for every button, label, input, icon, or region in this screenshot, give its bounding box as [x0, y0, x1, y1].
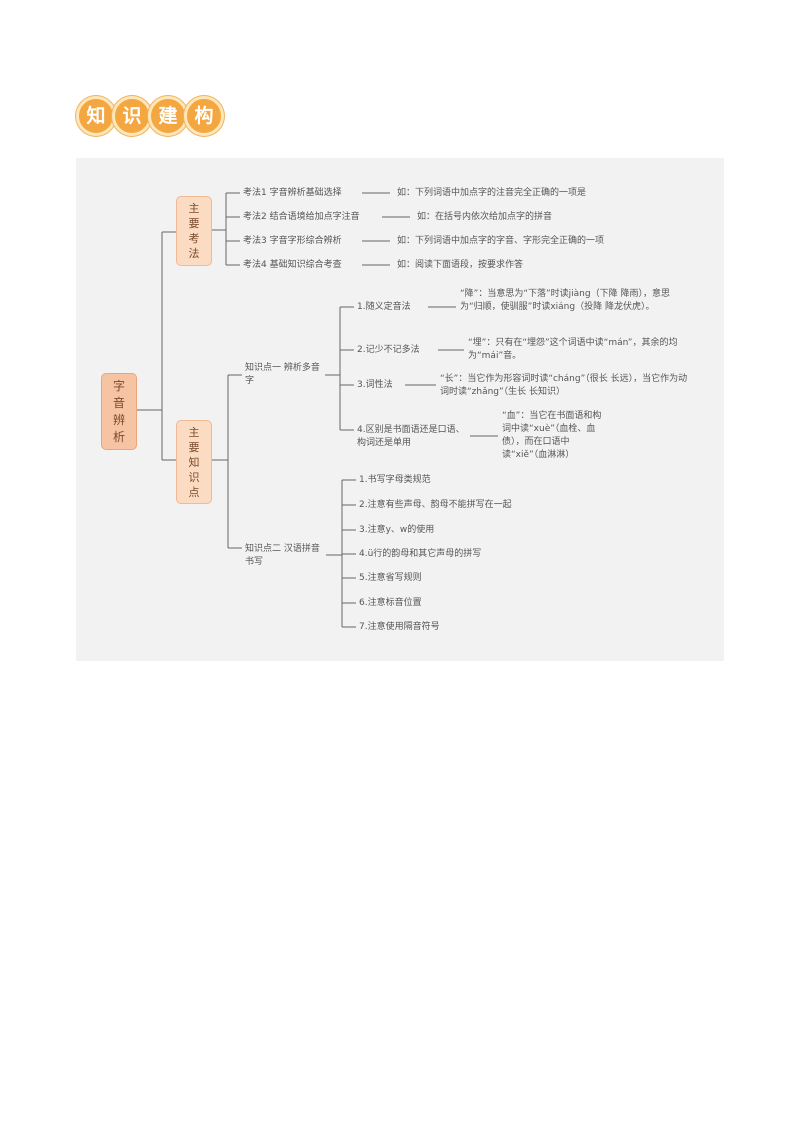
kp2-item: 2.注意有些声母、韵母不能拼写在一起 [359, 500, 512, 510]
kp1-item-label: 4.区别是书面语还是口语、构词还是单用 [357, 425, 465, 448]
kp2-item: 4.ü行的韵母和其它声母的拼写 [359, 549, 482, 559]
kp2-item: 7.注意使用隔音符号 [359, 622, 440, 632]
kp1-item-label: 2.记少不记多法 [357, 345, 420, 355]
kp1-item-label: 3.词性法 [357, 380, 393, 390]
method-label: 考法2 结合语境给加点字注音 [243, 212, 360, 222]
kp2-item: 6.注意标音位置 [359, 598, 422, 608]
branch-main-knowledge: 主要知识点 [176, 420, 212, 504]
root-label: 字音辨析 [113, 378, 126, 444]
kp1-item-desc: “降”：当意思为“下落”时读jiàng（下降 降雨），意思为“归顺，使驯服”时读… [460, 289, 670, 312]
method-label: 考法1 字音辨析基础选择 [243, 188, 342, 198]
kp1-item-label: 1.随义定音法 [357, 302, 411, 312]
method-example: 如：阅读下面语段，按要求作答 [397, 260, 524, 270]
banner-char: 识 [112, 96, 152, 136]
method-label: 考法3 字音字形综合辨析 [243, 236, 342, 246]
kp2-item: 3.注意y、w的使用 [359, 525, 435, 535]
method-example: 如：在括号内依次给加点字的拼音 [417, 212, 553, 222]
method-example: 如：下列词语中加点字的注音完全正确的一项是 [397, 188, 587, 198]
kp2-item: 5.注意省写规则 [359, 573, 422, 583]
banner-char: 建 [148, 96, 188, 136]
kp1-label: 知识点一 辨析多音字 [245, 363, 320, 386]
kp1-item-desc: “长”：当它作为形容词时读“cháng”（很长 长远），当它作为动词时读“zhǎ… [440, 374, 688, 397]
kp1-item-desc: “埋”：只有在“埋怨”这个词语中读“mán”，其余的均为“mái”音。 [468, 338, 678, 361]
kp1-item-desc: “血”：当它在书面语和构词中读“xuè”（血栓、血债），而在口语中读“xiě”（… [502, 411, 602, 460]
banner-char: 知 [76, 96, 116, 136]
kp2-label: 知识点二 汉语拼音书写 [245, 544, 320, 567]
branch-main-methods: 主要考法 [176, 196, 212, 266]
banner-char: 构 [184, 96, 224, 136]
method-example: 如：下列词语中加点字的字音、字形完全正确的一项 [397, 236, 605, 246]
kp2-item: 1.书写字母类规范 [359, 475, 431, 485]
section-banner: 知 识 建 构 [76, 96, 224, 136]
branch-label: 主要知识点 [188, 425, 200, 499]
method-label: 考法4 基础知识综合考查 [243, 260, 342, 270]
root-node: 字音辨析 [101, 373, 137, 450]
branch-label: 主要考法 [188, 202, 200, 260]
